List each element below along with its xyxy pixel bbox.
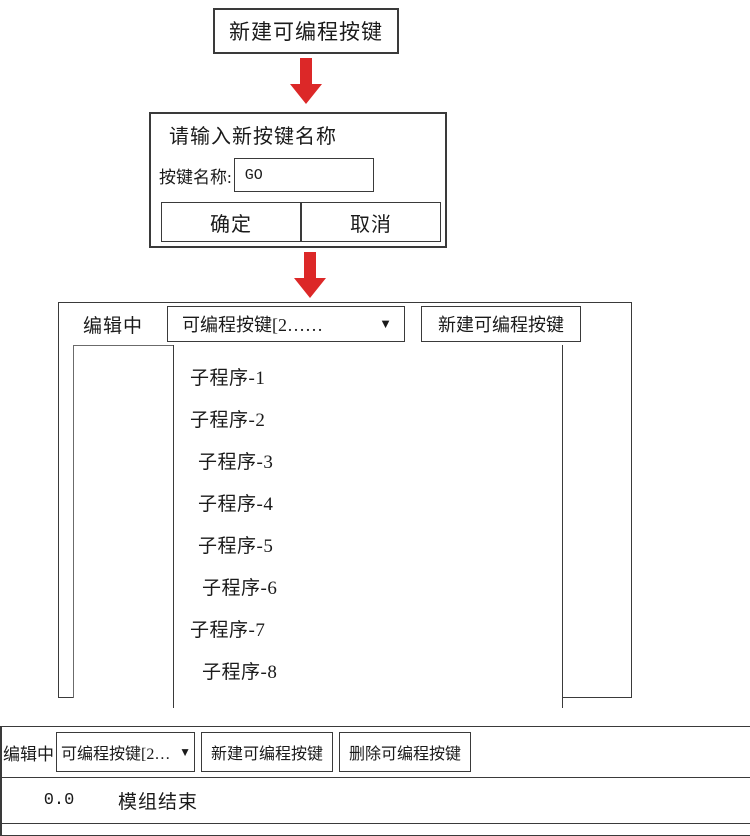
cancel-button-label: 取消 — [350, 213, 392, 236]
list-item-label: 子程序-5 — [198, 535, 274, 557]
subprogram-list[interactable]: 子程序-1 子程序-2 子程序-3 子程序-4 子程序-5 子程序-6 子程序-… — [173, 345, 563, 708]
list-item-label: 子程序-2 — [190, 409, 266, 431]
list-item[interactable]: 子程序-7 — [174, 607, 562, 649]
programmable-key-editor-panel: 编辑中 可编程按键[2…… ▼ 新建可编程按键 子程序-1 子程序-2 子程序-… — [58, 302, 632, 708]
panel-new-programmable-key-button[interactable]: 新建可编程按键 — [421, 306, 581, 342]
programmable-key-select[interactable]: 可编程按键[2…… ▼ — [167, 306, 405, 342]
list-item[interactable]: 子程序-5 — [174, 523, 562, 565]
dialog-button-row: 确定 取消 — [161, 202, 441, 242]
confirm-button-label: 确定 — [210, 213, 252, 236]
bottom-programmable-key-select-value: 可编程按键[2… — [61, 746, 171, 763]
panel-left-column — [73, 345, 175, 698]
key-name-input-value: GO — [244, 166, 263, 184]
down-arrow-icon-2 — [290, 252, 330, 300]
list-item[interactable]: 子程序-1 — [174, 355, 562, 397]
dialog-title: 请输入新按键名称 — [169, 126, 337, 148]
list-item-label: 子程序-8 — [202, 661, 278, 683]
step1-label: 新建可编程按键 — [229, 20, 383, 44]
key-name-field-row: 按键名称: GO — [159, 158, 374, 192]
key-name-label: 按键名称: — [159, 167, 232, 187]
list-item[interactable]: 子程序-2 — [174, 397, 562, 439]
down-arrow-icon-1 — [286, 58, 326, 106]
list-item[interactable]: 子程序-6 — [174, 565, 562, 607]
bottom-editing-status: 编辑中 — [3, 744, 54, 764]
program-line-number: 0.0 — [43, 790, 75, 810]
bottom-programmable-key-select[interactable]: 可编程按键[2… ▼ — [56, 732, 195, 772]
confirm-button[interactable]: 确定 — [162, 203, 302, 241]
programmable-key-select-value: 可编程按键[2…… — [182, 315, 323, 335]
bottom-delete-programmable-key-label: 删除可编程按键 — [349, 746, 462, 763]
program-line-row[interactable]: 0.0 模组结束 — [0, 777, 750, 824]
panel-editing-status: 编辑中 — [82, 315, 143, 337]
bottom-toolbar: 编辑中 可编程按键[2… ▼ 新建可编程按键 删除可编程按键 — [0, 727, 750, 778]
key-name-input[interactable]: GO — [233, 158, 374, 192]
chevron-down-icon: ▼ — [379, 316, 392, 331]
cancel-button[interactable]: 取消 — [302, 203, 440, 241]
bottom-new-programmable-key-label: 新建可编程按键 — [211, 746, 324, 763]
application-bottom-bar: 编辑中 可编程按键[2… ▼ 新建可编程按键 删除可编程按键 0.0 模组结束 — [0, 726, 750, 836]
list-item-label: 子程序-7 — [190, 619, 266, 641]
list-item[interactable]: 子程序-4 — [174, 481, 562, 523]
list-item-label: 子程序-3 — [198, 451, 274, 473]
bottom-bar-left-edge — [0, 727, 2, 835]
panel-new-programmable-key-label: 新建可编程按键 — [438, 315, 564, 335]
bottom-new-programmable-key-button[interactable]: 新建可编程按键 — [201, 732, 334, 772]
list-item[interactable]: 子程序-8 — [174, 649, 562, 691]
new-key-name-dialog: 请输入新按键名称 按键名称: GO 确定 取消 — [149, 112, 447, 248]
program-line-text: 模组结束 — [118, 791, 199, 813]
chevron-down-icon: ▼ — [179, 744, 191, 759]
list-item[interactable]: 子程序-3 — [174, 439, 562, 481]
step1-new-programmable-key-box[interactable]: 新建可编程按键 — [213, 8, 399, 54]
list-item-label: 子程序-4 — [198, 493, 274, 515]
bottom-delete-programmable-key-button[interactable]: 删除可编程按键 — [339, 732, 472, 772]
bottom-bar-bottom-edge — [0, 823, 750, 836]
list-item-label: 子程序-6 — [202, 577, 278, 599]
list-item-label: 子程序-1 — [190, 367, 266, 389]
panel-toolbar: 编辑中 可编程按键[2…… ▼ 新建可编程按键 — [59, 303, 631, 345]
